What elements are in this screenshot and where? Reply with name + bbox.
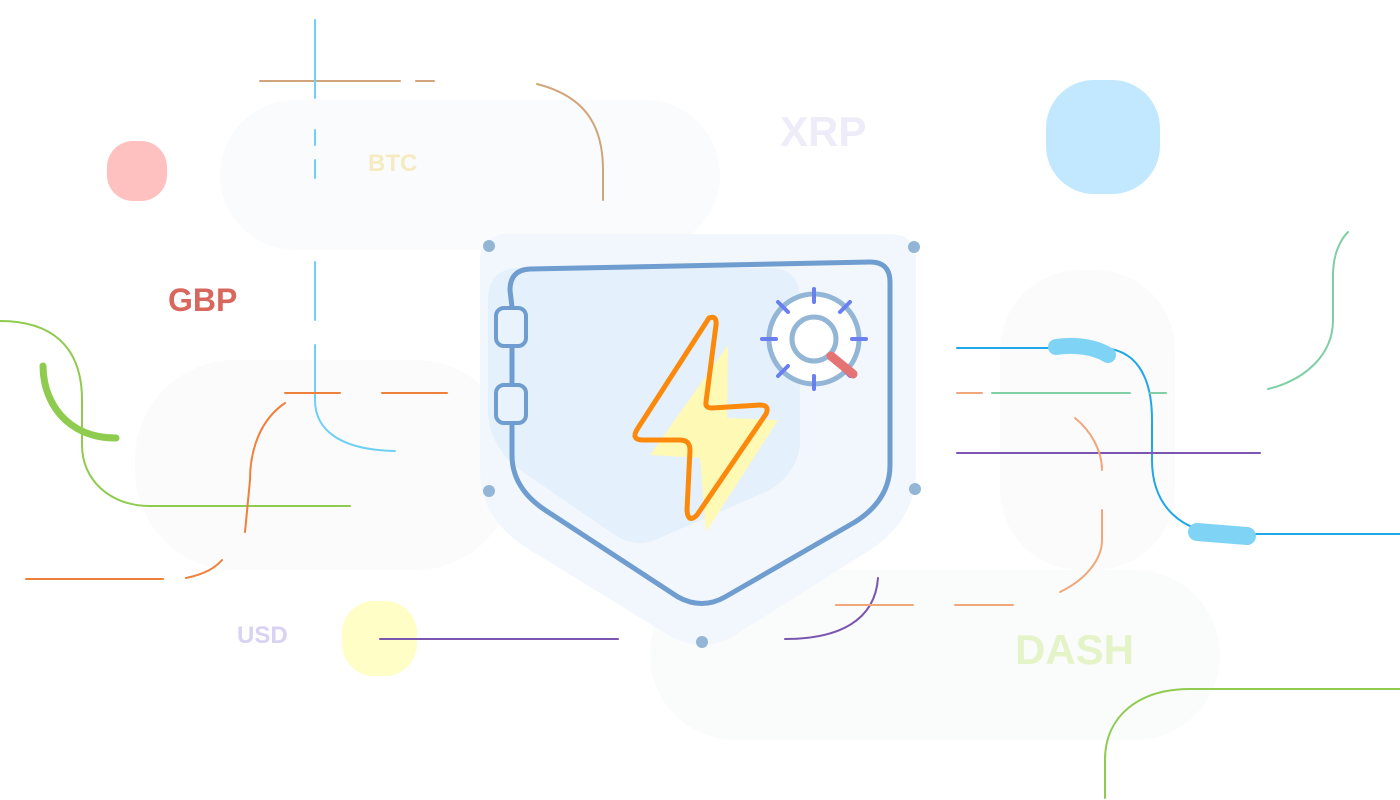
teal-curve-top-right bbox=[1267, 231, 1349, 390]
orange-arc-right bbox=[1059, 417, 1103, 593]
bg-plate-bottom bbox=[650, 570, 1220, 740]
background-plates bbox=[135, 100, 1220, 740]
lightning-bolt-icon bbox=[632, 314, 778, 532]
gear-tick bbox=[776, 300, 790, 314]
anchor-dot bbox=[908, 241, 920, 253]
label-xrp: XRP bbox=[780, 108, 867, 155]
bolt-shadow bbox=[650, 345, 778, 532]
blue-pill-top bbox=[1048, 337, 1116, 363]
label-gbp: GBP bbox=[168, 282, 238, 318]
tan-arc bbox=[536, 83, 604, 201]
gear-tick bbox=[776, 364, 790, 378]
anchor-dot bbox=[909, 483, 921, 495]
anchor-dot bbox=[483, 240, 495, 252]
blue-pill-bottom bbox=[1188, 523, 1256, 545]
magnifier-handle bbox=[826, 351, 858, 379]
bolt-outline bbox=[632, 314, 770, 521]
hinge-icon bbox=[494, 383, 528, 425]
gear-ticks bbox=[760, 287, 868, 391]
orange-curve-left bbox=[244, 402, 286, 533]
green-thick-hook bbox=[39, 362, 120, 442]
hinge-icon bbox=[494, 306, 528, 348]
bg-plate-right bbox=[1000, 270, 1175, 570]
blob-red bbox=[107, 141, 167, 201]
shield-outline bbox=[507, 259, 893, 606]
green-curve-bottom-right bbox=[1104, 688, 1400, 799]
blue-vertical-dashed bbox=[314, 19, 396, 452]
blob-blue bbox=[1046, 80, 1160, 194]
magnifier-lens bbox=[789, 314, 839, 364]
bg-plate-top-left bbox=[220, 100, 720, 250]
anchor-dot bbox=[483, 485, 495, 497]
anchor-dot bbox=[696, 636, 708, 648]
bg-plate-left bbox=[135, 360, 515, 570]
orange-bottom-left bbox=[25, 559, 223, 580]
gear-tick bbox=[838, 300, 852, 314]
green-arc-left bbox=[0, 320, 351, 507]
label-usd: USD bbox=[237, 622, 288, 649]
label-btc: BTC bbox=[368, 150, 418, 177]
label-dash: DASH bbox=[1015, 626, 1135, 673]
purple-curve-bottom bbox=[784, 577, 879, 640]
magnifier-gear-icon bbox=[760, 287, 868, 391]
